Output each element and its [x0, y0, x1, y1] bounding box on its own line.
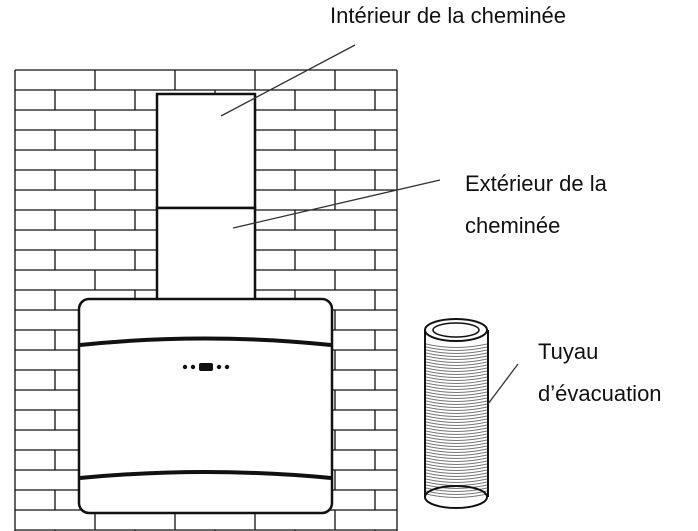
pipe-ridge — [425, 430, 488, 435]
pipe-ridge — [425, 364, 488, 369]
pipe-ridge — [425, 388, 488, 393]
label-chimney-outer: Extérieur de la cheminée — [465, 168, 607, 242]
inner-chimney — [155, 92, 257, 210]
leader-line-pipe — [487, 363, 519, 405]
pipe-ridge — [425, 376, 488, 381]
pipe-ridge — [425, 484, 488, 489]
pipe-ridge — [425, 439, 488, 444]
leader-line-outer — [232, 179, 441, 229]
pipe-ridge — [425, 343, 488, 348]
pipe-ridge — [425, 421, 488, 426]
pipe-ridge — [425, 460, 488, 465]
pipe-ridge — [425, 424, 488, 429]
label-chimney-outer-line2: cheminée — [465, 212, 561, 238]
pipe-ridge — [425, 373, 488, 378]
pipe-ridge — [425, 445, 488, 450]
pipe-ridge — [425, 442, 488, 447]
control-panel — [182, 363, 230, 371]
pipe-ridge — [425, 454, 488, 459]
pipe-ridge — [425, 469, 488, 474]
pipe-ridge — [425, 418, 488, 423]
pipe-ridge — [425, 361, 488, 366]
label-chimney-inner: Intérieur de la cheminée — [330, 3, 567, 28]
pipe-ridge — [425, 490, 488, 495]
pipe-ridge — [425, 451, 488, 456]
outer-chimney — [155, 206, 257, 302]
pipe-ridge — [425, 403, 488, 408]
pipe-ridge — [425, 457, 488, 462]
pipe-ridge — [425, 379, 488, 384]
pipe-ridge — [425, 436, 488, 441]
pipe-ridge — [425, 382, 488, 387]
pipe-ridge — [425, 472, 488, 477]
pipe-ridge — [425, 412, 488, 417]
pipe-ridge — [425, 463, 488, 468]
pipe-ridge — [425, 370, 488, 375]
exhaust-pipe — [424, 318, 489, 509]
pipe-ridge — [425, 367, 488, 372]
pipe-ridge — [425, 409, 488, 414]
pipe-ridge — [425, 349, 488, 354]
pipe-ridge — [425, 397, 488, 402]
pipe-ridge — [425, 406, 488, 411]
range-hood-body — [77, 297, 334, 515]
pipe-ridge — [425, 346, 488, 351]
pipe-ridge — [425, 493, 488, 498]
label-chimney-outer-line1: Extérieur de la — [465, 171, 607, 196]
pipe-ridge — [425, 394, 488, 399]
pipe-ridge — [425, 487, 488, 492]
pipe-ridge — [425, 478, 488, 483]
leader-line-inner — [220, 44, 356, 117]
pipe-ridge — [425, 448, 488, 453]
pipe-ridge — [425, 427, 488, 432]
label-exhaust-pipe-line2: d’évacuation — [538, 380, 662, 406]
pipe-ridge — [425, 433, 488, 438]
pipe-ridge — [425, 352, 488, 357]
label-exhaust-pipe: Tuyau d’évacuation — [538, 336, 662, 410]
pipe-ridge — [425, 355, 488, 360]
pipe-ridge — [425, 358, 488, 363]
pipe-ridge — [425, 475, 488, 480]
pipe-ridge — [425, 385, 488, 390]
pipe-ridge — [425, 391, 488, 396]
pipe-ridge — [425, 415, 488, 420]
pipe-ridge — [425, 466, 488, 471]
pipe-ridge — [425, 400, 488, 405]
label-exhaust-pipe-line1: Tuyau — [538, 339, 599, 364]
